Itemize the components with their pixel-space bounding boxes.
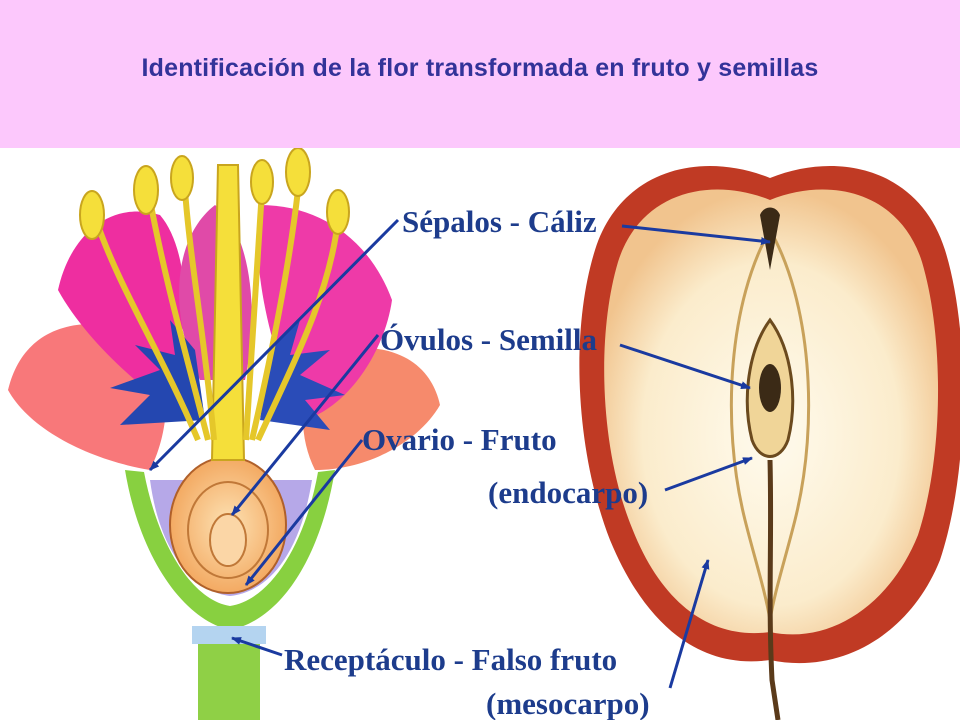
stamens xyxy=(79,148,350,442)
label-receptaculo-falso-fruto: Receptáculo - Falso fruto xyxy=(284,642,617,677)
label-sepalos-caliz: Sépalos - Cáliz xyxy=(402,204,597,239)
apple-illustration xyxy=(579,166,960,720)
flower-fruit-diagram: Sépalos - Cáliz Óvulos - Semilla Ovario … xyxy=(8,148,960,720)
stem xyxy=(198,640,260,720)
style xyxy=(210,164,246,461)
label-ovario-fruto: Ovario - Fruto xyxy=(362,422,557,457)
receptacle xyxy=(125,470,335,630)
sepal-right xyxy=(260,320,345,430)
title-banner: Identificación de la flor transformada e… xyxy=(0,0,960,148)
apple-stalk xyxy=(767,459,781,720)
ovule xyxy=(209,513,247,567)
slide-title: Identificación de la flor transformada e… xyxy=(141,54,819,82)
label-ovulos-semilla: Óvulos - Semilla xyxy=(380,322,598,357)
label-endocarpo: (endocarpo) xyxy=(488,475,648,510)
label-mesocarpo: (mesocarpo) xyxy=(486,686,650,720)
stem-band xyxy=(192,626,266,644)
arrows xyxy=(148,218,771,689)
ovule-ring xyxy=(187,481,269,579)
apple-seed xyxy=(759,364,781,412)
